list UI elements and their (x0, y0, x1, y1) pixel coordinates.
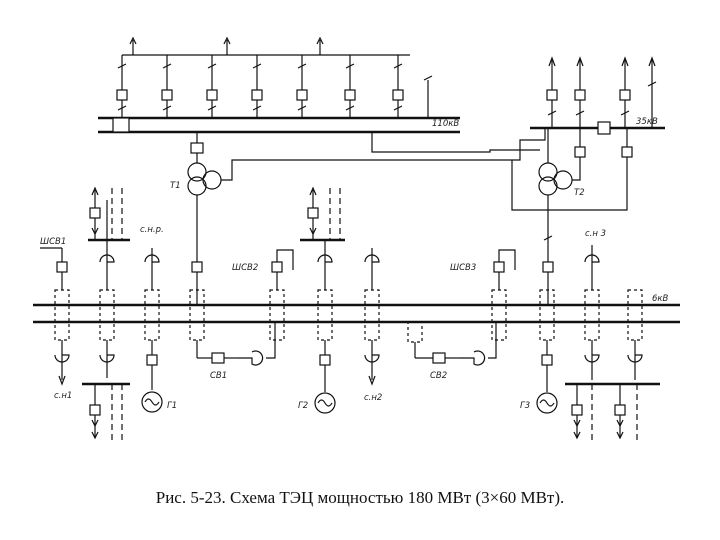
bay-110-4 (251, 55, 263, 118)
feeder-group-left-bottom (82, 382, 130, 440)
t2-to-110kv-link (371, 132, 540, 153)
bay-110-6 (344, 55, 356, 118)
label-t1: Т1 (170, 181, 181, 191)
generator-g3 (536, 392, 558, 414)
label-g1: Г1 (167, 401, 177, 411)
bay-35-1 (546, 56, 558, 128)
feeder-group-left-top (88, 186, 130, 242)
section2-bays (269, 240, 497, 414)
bay-35-4 (647, 56, 657, 128)
label-sn1: с.н1 (54, 391, 72, 401)
label-t2: Т2 (574, 188, 585, 198)
t2-to-6kv-link (511, 128, 628, 211)
bay-110-2 (161, 55, 173, 118)
bay-110-3 (206, 55, 218, 118)
figure-caption: Рис. 5-23. Схема ТЭЦ мощностью 180 МВт (… (155, 488, 565, 507)
bus-35kv-section-breaker (597, 121, 611, 135)
transformer-t1 (187, 132, 222, 305)
bay-35-2 (574, 56, 586, 128)
label-bus-35kv: 35кВ (636, 117, 658, 127)
bay-110-7 (392, 55, 404, 118)
label-sn2: с.н2 (364, 393, 382, 403)
line-arrows-110 (129, 36, 324, 55)
label-snr: с.н.р. (140, 225, 164, 235)
label-shsv3: ШСВ3 (450, 263, 476, 273)
label-shsv1: ШСВ1 (40, 237, 66, 247)
label-sv1: СВ1 (210, 371, 227, 381)
section1-bays (40, 200, 276, 413)
bay-110-5 (296, 55, 308, 118)
section3-bays (491, 245, 643, 414)
label-sn3: с.н 3 (585, 229, 606, 239)
label-bus-110kv: 110кВ (432, 119, 459, 129)
transformer-t2 (538, 128, 573, 305)
t2-to-35kv-link (572, 128, 581, 181)
feeder-group-right-bottom (565, 382, 660, 440)
bay-110-1 (116, 55, 128, 118)
label-sv2: СВ2 (430, 371, 447, 381)
generator-g2 (314, 392, 336, 414)
label-g3: Г3 (520, 401, 530, 411)
label-bus-6kv: 6кВ (652, 294, 669, 304)
label-g2: Г2 (298, 401, 308, 411)
generator-g1 (141, 391, 163, 413)
label-shsv2: ШСВ2 (232, 263, 258, 273)
t1-to-35kv-link (221, 128, 546, 181)
bus-coupler-110 (112, 117, 130, 133)
feeder-group-middle-top (300, 186, 345, 242)
bay-35-3 (619, 56, 631, 128)
